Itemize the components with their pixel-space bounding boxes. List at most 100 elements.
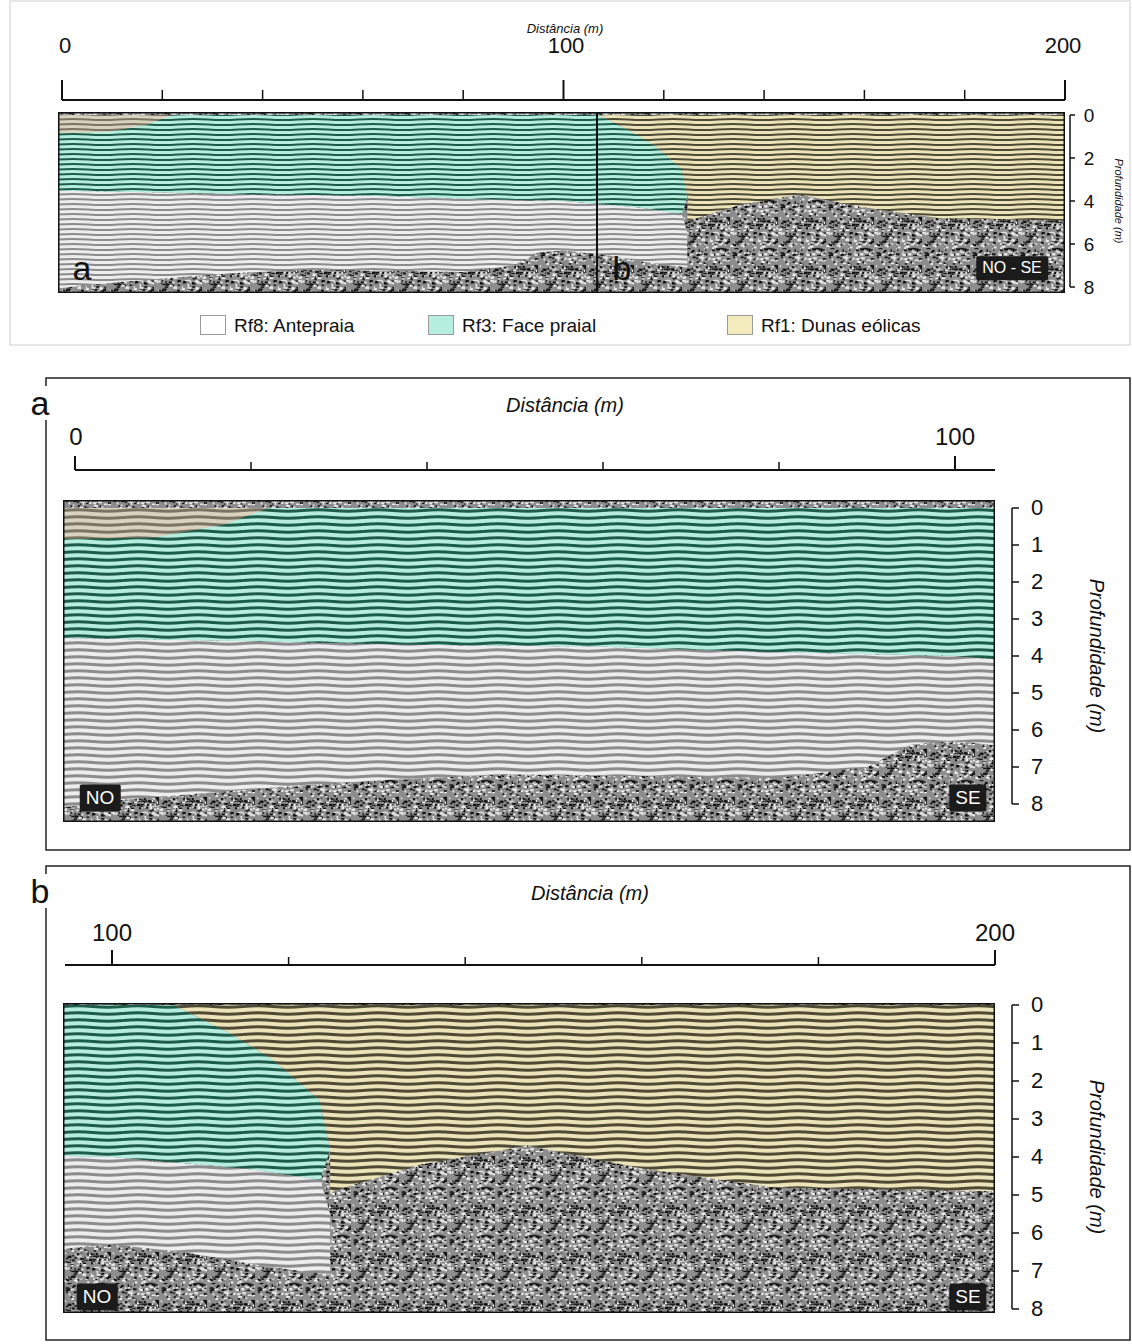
tag-text: SE: [955, 1286, 980, 1307]
dunas-unit: [174, 1005, 1084, 1195]
axis-title: Distância (m): [527, 22, 604, 35]
axis-tick: [61, 80, 63, 100]
tick-label: 1: [1031, 1032, 1043, 1054]
tick-label: 200: [1045, 35, 1082, 57]
axis-tick: [1012, 1118, 1019, 1120]
axis-tick: [954, 456, 956, 470]
tick-label: 2: [1084, 149, 1095, 168]
direction-tag: NO: [80, 785, 121, 812]
axis-tick: [464, 957, 466, 965]
axis-tick: [1070, 157, 1075, 159]
axis-tick: [1012, 729, 1019, 731]
axis-title: Profundidade (m): [1087, 579, 1107, 734]
axis-tick: [1012, 1194, 1019, 1196]
direction-tag: NO: [77, 1284, 118, 1311]
axis-tick: [864, 90, 866, 100]
axis-tick: [763, 90, 765, 100]
axis-tick: [462, 90, 464, 100]
tick-label: 0: [59, 35, 71, 57]
axis-title: Distância (m): [531, 883, 649, 903]
distance-axis: [65, 964, 995, 966]
axis-tick: [964, 90, 966, 100]
tag-text: NO: [83, 1286, 112, 1307]
tick-label: 4: [1031, 1146, 1043, 1168]
face-praial-unit: [37, 115, 688, 214]
face-praial-unit: [31, 508, 1132, 678]
axis-tick: [1012, 1232, 1019, 1234]
panel-letter: b: [28, 874, 53, 908]
tag-text: NO - SE: [982, 259, 1042, 276]
tick-label: 5: [1031, 682, 1043, 704]
axis-tick: [1070, 200, 1075, 202]
axis-tick: [1012, 1004, 1019, 1006]
legend-swatch: [200, 315, 226, 335]
tick-label: 2: [1031, 571, 1043, 593]
legend-swatch: [727, 315, 753, 335]
axis-tick: [1012, 655, 1019, 657]
tick-label: 0: [1084, 106, 1095, 125]
direction-tag: NO - SE: [976, 256, 1048, 280]
axis-tick: [1012, 1270, 1019, 1272]
axis-title: Profundidade (m): [1113, 159, 1124, 244]
direction-tag: SE: [949, 1284, 986, 1311]
tick-label: 7: [1031, 756, 1043, 778]
tick-label: 100: [548, 35, 585, 57]
dunas-unit: [1017, 508, 1132, 693]
tick-label: 1: [1031, 534, 1043, 556]
axis-tick: [1012, 1080, 1019, 1082]
radar-profile: [31, 500, 1132, 822]
axis-tick: [74, 456, 76, 470]
legend-text: Rf3: Face praial: [462, 316, 596, 335]
axis-tick: [778, 462, 780, 470]
axis-tick: [602, 462, 604, 470]
axis-tick: [426, 462, 428, 470]
axis-title: Profundidade (m): [1087, 1080, 1107, 1235]
profile-border: [59, 113, 1065, 293]
tick-label: 6: [1031, 1222, 1043, 1244]
figure-frame: [10, 1, 1130, 345]
panel-letter: b: [613, 251, 632, 285]
tick-label: 2: [1031, 1070, 1043, 1092]
profile-border: [64, 501, 995, 822]
surface-lens: [37, 115, 172, 133]
tick-label: 100: [935, 425, 975, 449]
axis-tick: [1012, 618, 1019, 620]
axis-tick: [563, 80, 565, 100]
radar-profile: [37, 112, 1115, 293]
axis-tick: [1070, 243, 1075, 245]
tick-label: 8: [1084, 278, 1095, 297]
tick-label: 4: [1084, 192, 1095, 211]
axis-tick: [1012, 507, 1019, 509]
axis-tick: [818, 957, 820, 965]
tick-label: 0: [1031, 994, 1043, 1016]
axis-tick: [641, 957, 643, 965]
axis-tick: [1070, 286, 1075, 288]
tick-label: 3: [1031, 1108, 1043, 1130]
axis-tick: [288, 957, 290, 965]
divider-line: [596, 112, 598, 293]
tick-label: 6: [1031, 719, 1043, 741]
tick-label: 200: [975, 921, 1015, 945]
profile-border: [64, 1004, 995, 1313]
tick-label: 4: [1031, 645, 1043, 667]
tick-label: 6: [1084, 235, 1095, 254]
panel-letter: a: [73, 251, 92, 285]
tick-label: 8: [1031, 793, 1043, 815]
tick-label: 100: [92, 921, 132, 945]
axis-tick: [1012, 581, 1019, 583]
axis-tick: [250, 462, 252, 470]
axis-tick: [1070, 114, 1075, 116]
panel-letter: a: [28, 386, 53, 420]
tick-label: 0: [1031, 497, 1043, 519]
axis-tick: [1012, 544, 1019, 546]
axis-tick: [162, 90, 164, 100]
axis-tick: [1064, 80, 1066, 100]
radar-profile: [0, 1003, 1083, 1317]
axis-tick: [362, 90, 364, 100]
axis-tick: [1012, 1156, 1019, 1158]
dunas-unit: [599, 115, 1115, 223]
axis-tick: [1012, 692, 1019, 694]
legend-text: Rf8: Antepraia: [234, 316, 354, 335]
